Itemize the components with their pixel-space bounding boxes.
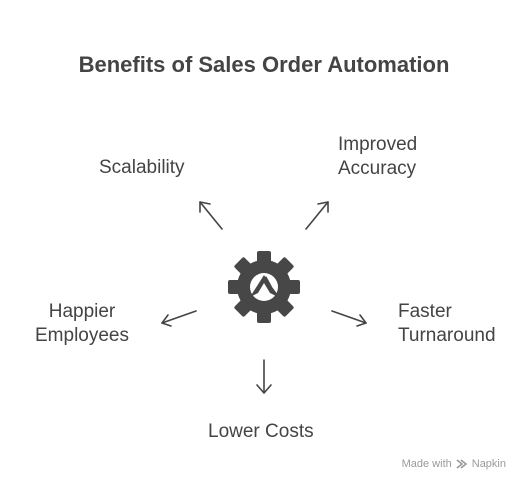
napkin-logo-icon [456, 459, 468, 469]
arrow-to-faster-turnaround [331, 310, 367, 327]
arrow-up-icon [250, 275, 279, 297]
benefit-accuracy-line2: Accuracy [338, 158, 417, 179]
benefit-faster-line2: Turnaround [398, 325, 496, 346]
benefit-improved-accuracy: Improved Accuracy [338, 133, 417, 181]
benefit-accuracy-line1: Improved [338, 134, 418, 155]
arrow-to-happier-employees [161, 310, 197, 327]
benefit-happier-line2: Employees [35, 325, 129, 346]
gear-icon [228, 251, 300, 323]
arrow-to-scalability [199, 201, 223, 230]
napkin-watermark[interactable]: Made with Napkin [402, 458, 506, 470]
benefit-scalability: Scalability [99, 156, 185, 180]
arrow-to-accuracy [305, 201, 329, 230]
benefit-happier-employees: Happier Employees [33, 300, 131, 348]
benefit-scalability-line1: Scalability [99, 157, 185, 178]
benefit-happier-line1: Happier [48, 301, 116, 322]
diagram-title: Benefits of Sales Order Automation [78, 52, 450, 77]
benefit-lower-costs: Lower Costs [208, 420, 314, 444]
watermark-made-with: Made with [401, 458, 452, 470]
benefit-faster-turnaround: Faster Turnaround [398, 300, 496, 348]
watermark-brand: Napkin [471, 458, 506, 470]
benefit-faster-line1: Faster [398, 301, 452, 322]
arrow-to-lower-costs [256, 359, 272, 394]
benefit-lower-line1: Lower Costs [208, 421, 314, 442]
